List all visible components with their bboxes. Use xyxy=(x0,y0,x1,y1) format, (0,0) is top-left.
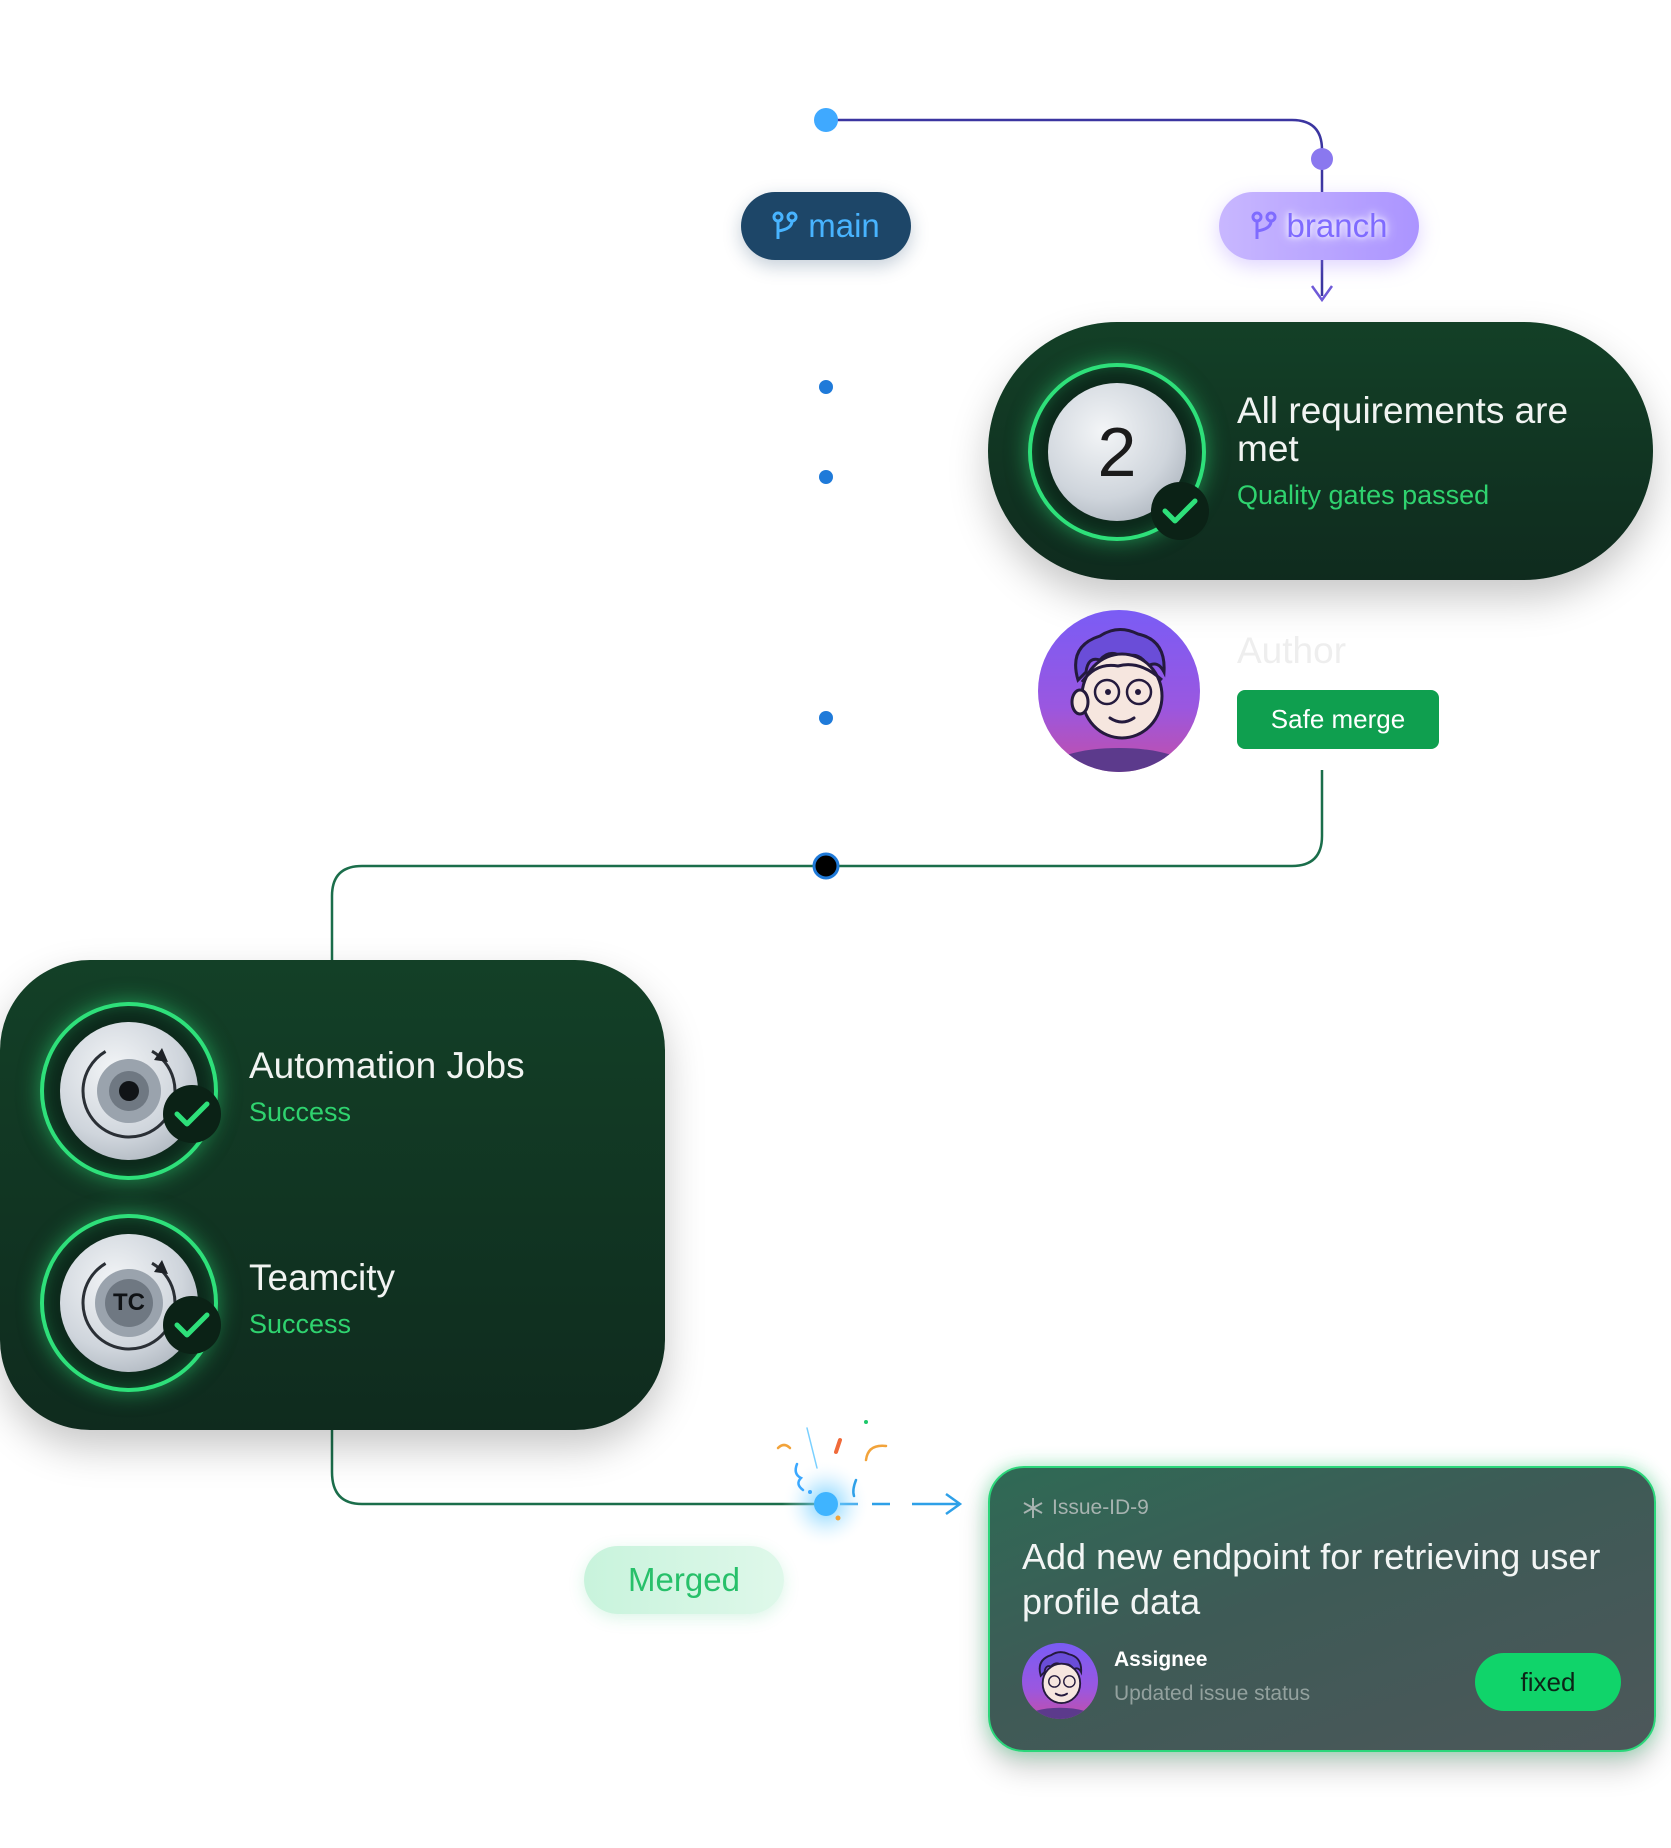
teamcity-badge: TC xyxy=(40,1214,218,1392)
merge-node xyxy=(812,852,840,880)
merged-node xyxy=(814,1492,838,1516)
assignee-avatar xyxy=(1022,1643,1098,1719)
git-branch-icon xyxy=(772,211,798,239)
assignee-status: Updated issue status xyxy=(1114,1682,1311,1705)
issue-status-button[interactable]: fixed xyxy=(1475,1653,1621,1711)
main-commit-dot xyxy=(819,380,833,394)
automation-jobs-badge xyxy=(40,1002,218,1180)
feature-branch-pill[interactable]: branch xyxy=(1219,192,1419,260)
issue-id: Issue-ID-9 xyxy=(1022,1496,1149,1520)
asterisk-icon xyxy=(1023,1498,1043,1518)
teamcity-icon xyxy=(81,1255,177,1351)
main-commit-dot xyxy=(819,470,833,484)
requirements-count: 2 xyxy=(1097,413,1137,491)
main-branch-label: main xyxy=(808,207,880,244)
requirements-card[interactable]: 2 All requirements are met Quality gates… xyxy=(988,322,1653,580)
assignee-label: Assignee xyxy=(1114,1648,1208,1671)
main-node-top xyxy=(814,108,838,132)
requirements-subtitle: Quality gates passed xyxy=(1237,480,1490,510)
issue-link-arrow xyxy=(912,1492,963,1516)
branch-node xyxy=(1311,148,1333,170)
git-branch-icon xyxy=(1251,211,1277,239)
feature-branch-label: branch xyxy=(1286,207,1388,244)
success-check-icon xyxy=(1151,482,1209,540)
safe-merge-button[interactable]: Safe merge xyxy=(1237,690,1439,749)
merge-line-left-bottom xyxy=(330,1430,826,1506)
branch-arrow xyxy=(1310,285,1334,303)
issue-title: Add new endpoint for retrieving user pro… xyxy=(1022,1536,1601,1622)
automation-jobs-title: Automation Jobs xyxy=(249,1045,525,1086)
main-commit-dot xyxy=(819,711,833,725)
issue-card[interactable]: Issue-ID-9 Add new endpoint for retrievi… xyxy=(988,1466,1656,1752)
ci-checks-card[interactable]: Automation Jobs Success TC Teamcity Succ… xyxy=(0,960,665,1430)
teamcity-icon-text: TC xyxy=(113,1289,145,1316)
author-label: Author xyxy=(1237,630,1347,671)
merge-line-left-top xyxy=(330,864,826,960)
success-check-icon xyxy=(163,1296,221,1354)
person-illustration xyxy=(1026,1651,1094,1719)
main-branch-pill[interactable]: main xyxy=(741,192,911,260)
success-check-icon xyxy=(163,1085,221,1143)
author-avatar[interactable] xyxy=(1038,610,1200,772)
requirements-title: All requirements are met xyxy=(1237,390,1569,469)
merge-line-right xyxy=(826,770,1324,868)
automation-jobs-status: Success xyxy=(249,1097,352,1127)
issue-id-text: Issue-ID-9 xyxy=(1052,1496,1149,1519)
teamcity-status: Success xyxy=(249,1309,352,1339)
merged-pill: Merged xyxy=(584,1546,784,1614)
person-illustration xyxy=(1047,628,1191,772)
teamcity-title: Teamcity xyxy=(249,1257,395,1298)
confetti xyxy=(776,1420,888,1521)
